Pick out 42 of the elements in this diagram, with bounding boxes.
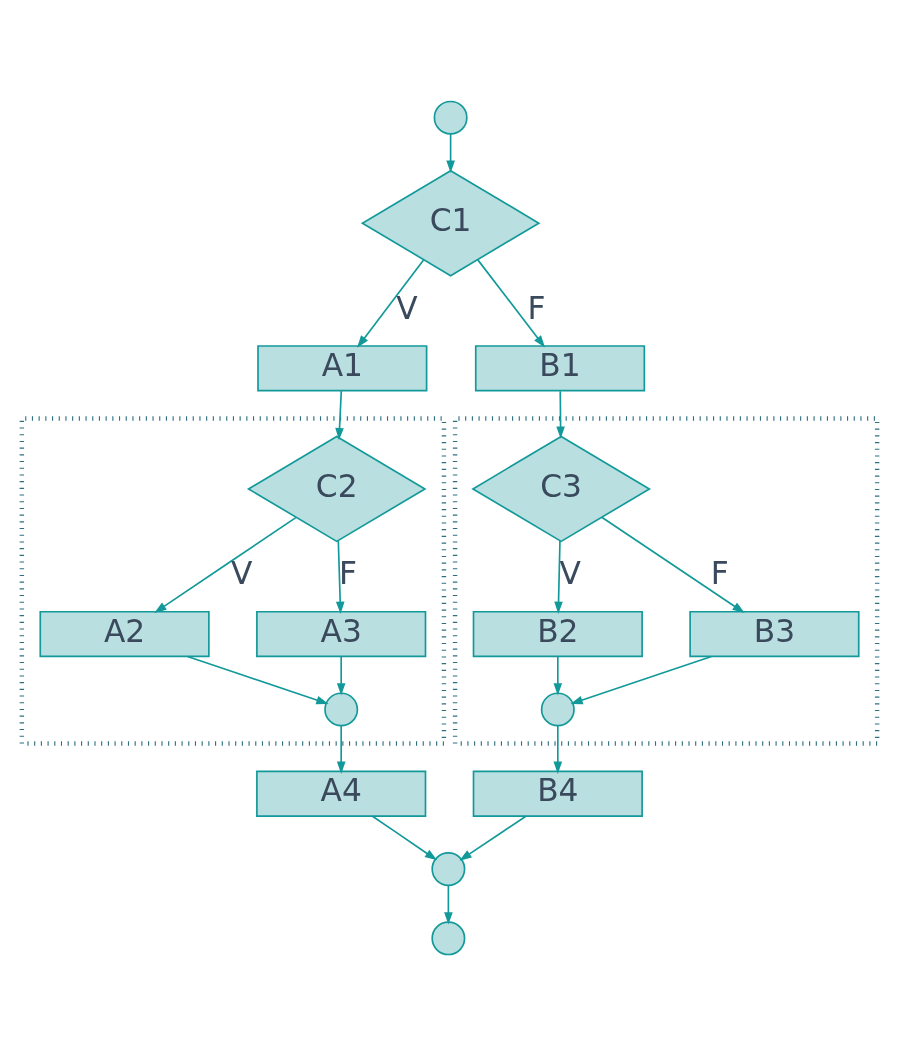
edge-label: F (710, 555, 729, 592)
node-box: A2 (39, 610, 210, 658)
arrow (600, 516, 745, 614)
node-circle (431, 852, 466, 887)
arrow (444, 884, 453, 925)
edge-label: V (396, 289, 418, 326)
arrow (154, 516, 297, 613)
node-box: A1 (257, 345, 428, 392)
edge-label: V (231, 555, 253, 592)
arrow (553, 725, 563, 774)
arrow (336, 725, 346, 774)
node-box: B2 (472, 610, 643, 658)
cluster (452, 416, 880, 746)
node-circle (431, 921, 466, 956)
node-diamond: C2 (246, 435, 427, 543)
arrow (446, 133, 455, 173)
node-diamond: C3 (471, 435, 651, 543)
node-box: B1 (474, 345, 646, 392)
node-diamond: C1 (360, 169, 541, 277)
arrow (554, 540, 563, 614)
edge-label: F (338, 555, 357, 592)
arrow (335, 390, 344, 441)
node-circle (540, 692, 575, 727)
node-box: B4 (472, 770, 643, 817)
arrow (357, 259, 425, 348)
node-circle (433, 100, 468, 135)
node-box: B3 (689, 610, 860, 658)
arrow (476, 258, 546, 348)
edge-label: V (559, 555, 581, 592)
node-box: A3 (256, 610, 427, 658)
node-circle (324, 692, 359, 727)
node-box: A4 (256, 770, 427, 817)
cluster (19, 416, 447, 746)
arrow (556, 390, 565, 439)
arrow (336, 655, 346, 696)
arrow (371, 815, 438, 861)
arrow (553, 655, 563, 696)
edge-label: F (527, 289, 546, 326)
arrow (459, 815, 527, 861)
arrow (570, 655, 713, 705)
arrow (186, 655, 329, 705)
arrow (335, 540, 345, 614)
